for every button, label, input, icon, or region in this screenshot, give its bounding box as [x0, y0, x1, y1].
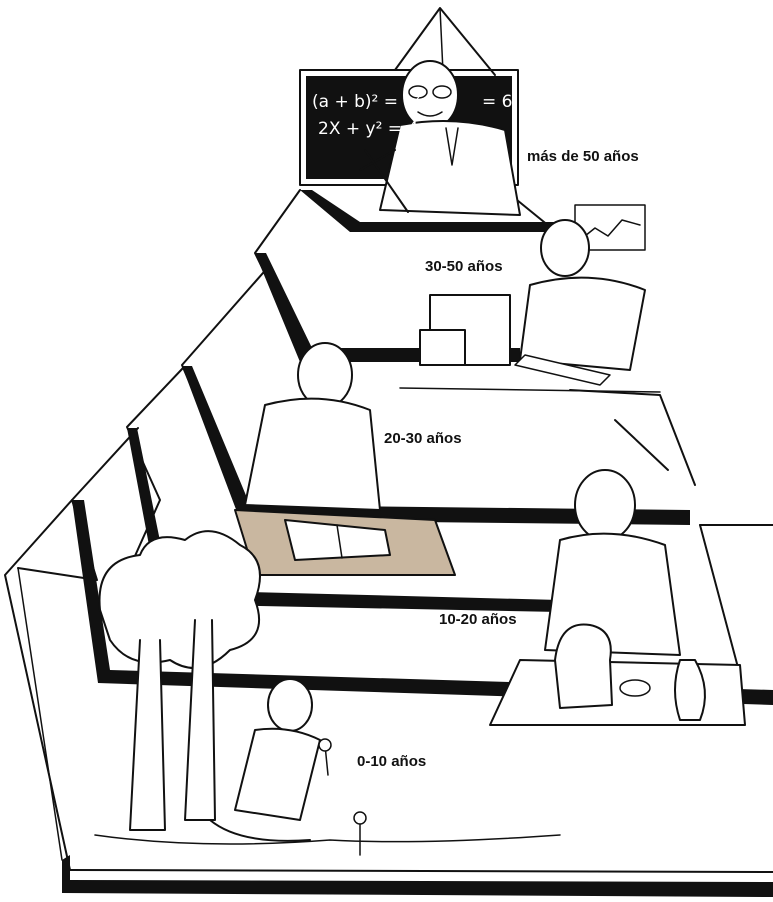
young-man-reading-scene — [235, 343, 455, 575]
tree-canopy — [100, 531, 261, 668]
level-label-30-50: 30-50 años — [425, 258, 503, 275]
level-label-0-10: 0-10 años — [357, 753, 426, 770]
jug — [675, 660, 705, 720]
ground-line — [95, 835, 560, 844]
tree-trunk — [130, 640, 165, 830]
level-label-20-30: 20-30 años — [384, 430, 462, 447]
worker-body — [520, 278, 645, 370]
teacher-at-blackboard-scene — [300, 61, 520, 215]
reader-body — [245, 399, 380, 510]
reader-head — [298, 343, 352, 407]
man-at-computer-scene — [400, 205, 660, 392]
level-label-over-50: más de 50 años — [527, 148, 639, 165]
clay-sculpture — [555, 624, 612, 708]
worker-head — [541, 220, 589, 276]
work-table — [490, 660, 745, 725]
child-head — [268, 679, 312, 731]
level-label-10-20: 10-20 años — [439, 611, 517, 628]
child-body — [235, 729, 320, 820]
sculptor-head — [575, 470, 635, 540]
